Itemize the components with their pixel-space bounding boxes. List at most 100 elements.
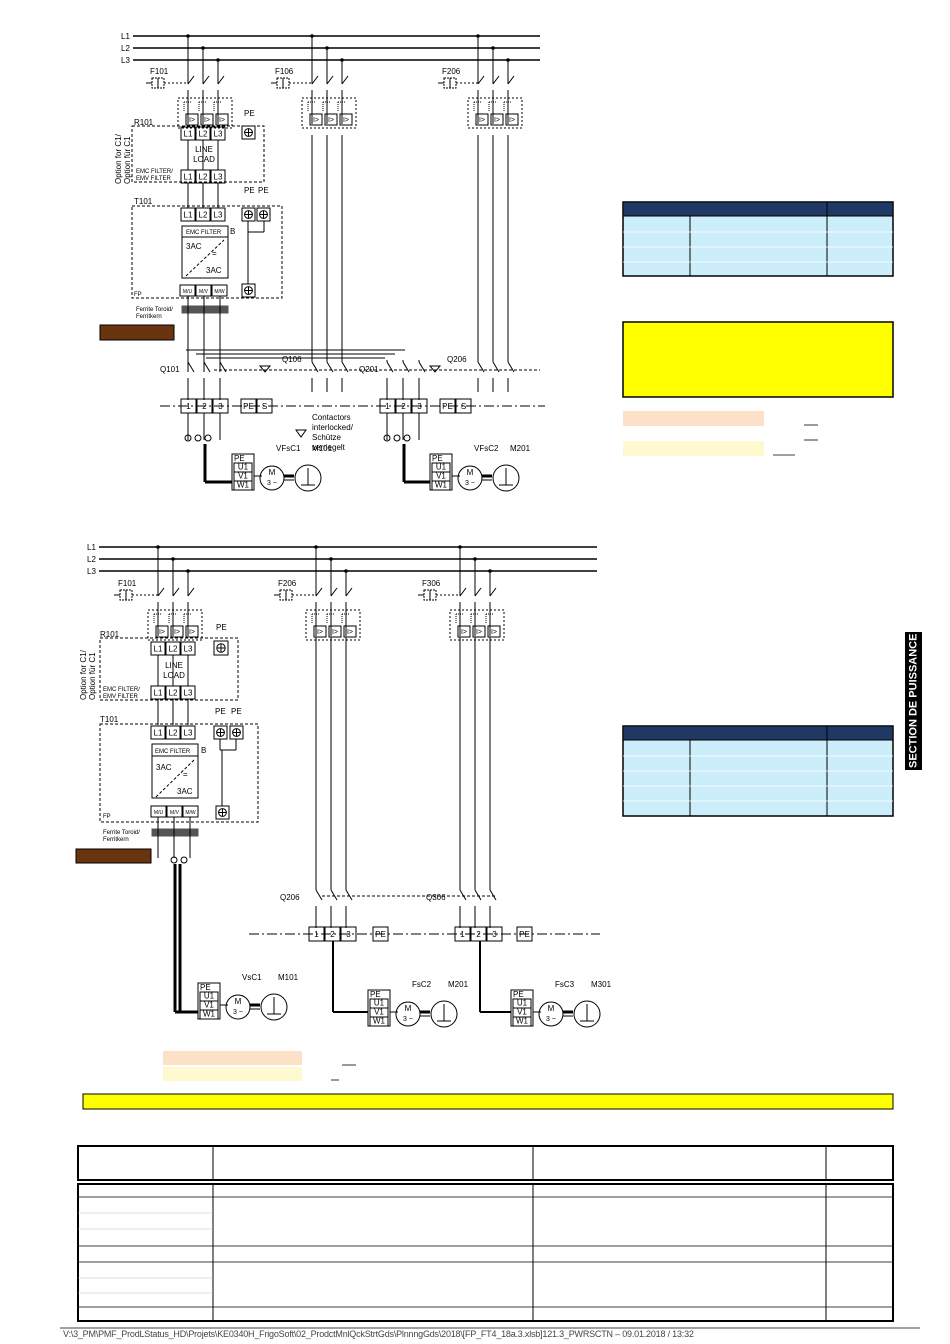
- motor-m201-motor-icon: [395, 1001, 421, 1027]
- motor-m201-pe-label: PE: [432, 454, 443, 463]
- terminal-block-3-label: 3: [346, 930, 351, 939]
- line-label: LINE: [165, 661, 183, 670]
- footer-path: V:\3_PM\PMF_ProdLStatus_HD\Projets\KE034…: [63, 1329, 694, 1339]
- supply-line-label: L2: [87, 555, 96, 564]
- legend-peach-2: [163, 1051, 302, 1065]
- fuse-f306-trip-label: I>: [461, 629, 467, 636]
- motor-m201-u1-label: U1: [374, 998, 385, 1007]
- drive-in-terminal-label: L1: [154, 728, 163, 737]
- shield-clamp: [170, 856, 178, 864]
- motor-m301-w1-label: W1: [516, 1016, 529, 1025]
- drive-out-terminal-label: M/V: [170, 810, 180, 816]
- emc-filter-side-label: EMV FILTER: [103, 694, 139, 700]
- fuse-f101-trip: [185, 625, 199, 638]
- fuse-f306-trip: [487, 625, 501, 638]
- motor-m101-m-label: M: [235, 997, 242, 1006]
- motor-m101-m-label: M: [269, 468, 276, 477]
- motor-m201-ref: M201: [448, 980, 469, 989]
- fuse-f101-trip-label: I>: [189, 117, 195, 124]
- fuse-f206-trip: [328, 625, 342, 638]
- motor-m201-load-icon: [430, 1000, 458, 1028]
- motor-m101-w1-label: W1: [237, 480, 250, 489]
- supply-line-label: L1: [121, 32, 130, 41]
- contactor-q306-contact: [489, 889, 497, 901]
- drive-in-terminal-label: L3: [184, 728, 193, 737]
- fuse-f106-trip: [324, 113, 338, 126]
- fuse-f106-contact: [311, 75, 319, 85]
- motor-m201-ref: M201: [510, 444, 531, 453]
- warning-bar: [82, 1093, 894, 1110]
- junction-dot: [329, 557, 333, 561]
- emc-filter-side-label: EMV FILTER: [136, 176, 172, 182]
- legend-cream-2: [163, 1067, 302, 1081]
- fuse-f106-trip-label: I>: [343, 117, 349, 124]
- terminal-block-4-label: 2: [476, 930, 481, 939]
- motor-m101-phase-label: 3 ~: [233, 1009, 243, 1016]
- drive-ref: T101: [134, 197, 153, 206]
- warning-box-1: [622, 321, 894, 398]
- filter-out-terminal-label: L1: [184, 172, 193, 181]
- motor-m301-m-label: M: [548, 1004, 555, 1013]
- fuse-f206-contact: [492, 75, 500, 85]
- terminal-block-4-label: 1: [460, 930, 465, 939]
- earth-icon: [244, 128, 253, 137]
- motor-m101-phase-label: 3 ~: [267, 480, 277, 487]
- junction-dot: [186, 569, 190, 573]
- fuse-f206-contact: [315, 587, 323, 597]
- contactor-q106-label: Q106: [282, 355, 302, 364]
- junction-dot: [310, 34, 314, 38]
- terminal-block-3-label: 2: [330, 930, 335, 939]
- terminal-block-4-label: 3: [492, 930, 497, 939]
- fuse-f306-trip: [457, 625, 471, 638]
- fuse-f206-trip: [505, 113, 519, 126]
- earth-icon: [218, 808, 227, 817]
- filter-out-terminal-label: L3: [214, 172, 223, 181]
- motor-m101-u1-label: U1: [204, 991, 215, 1000]
- emc-filter-label: EMC FILTER: [155, 749, 191, 755]
- fuse-f101-label: F101: [118, 579, 137, 588]
- emc-filter-side-label: EMC FILTER/: [136, 169, 173, 175]
- fuse-f101-trip-label: I>: [204, 117, 210, 124]
- fuse-f206-trip-label: I>: [317, 629, 323, 636]
- fuse-f101-trip: [200, 113, 214, 126]
- drive-in-terminal: [195, 207, 211, 222]
- fuse-f101-contact: [187, 75, 195, 85]
- terminal-block-2-label: 1: [385, 402, 390, 411]
- motor-m201-phase-label: 3 ~: [465, 480, 475, 487]
- filter-ref: R101: [134, 118, 154, 127]
- option-label: Option for C1/: [114, 133, 123, 184]
- terminal-block-1-label: S: [262, 402, 267, 411]
- filter-out-terminal-label: L1: [154, 688, 163, 697]
- earth-icon: [244, 286, 253, 295]
- fuse-f101-contact: [157, 587, 165, 597]
- motor-m201-pe-label: PE: [370, 990, 381, 999]
- motor-m301-load-icon: [573, 1000, 601, 1028]
- fuse-f206-trip-label: I>: [347, 629, 353, 636]
- pe-label: PE: [215, 707, 226, 716]
- fuse-f206-trip: [490, 113, 504, 126]
- fuse-f101-contact: [202, 75, 210, 85]
- motor-m301-v1-label: V1: [517, 1007, 527, 1016]
- junction-dot: [488, 569, 492, 573]
- junction-dot: [201, 46, 205, 50]
- drive-diagonal: [185, 239, 225, 277]
- terminal-block-2-label: 3: [417, 402, 422, 411]
- earth-icon: [216, 643, 226, 653]
- contactor-q101-label: Q101: [160, 365, 180, 374]
- fuse-f206-trip-label: I>: [479, 117, 485, 124]
- contactor-q206-contact: [507, 361, 515, 373]
- table-1-header: [622, 201, 894, 217]
- shield-clamp: [204, 434, 212, 442]
- option-label: Option für C1: [88, 652, 97, 700]
- motor-m201-load-icon: [492, 464, 520, 492]
- contactor-q206-contact: [492, 361, 500, 373]
- motor-m201-w1-label: W1: [435, 480, 448, 489]
- pe-terminal: [213, 640, 229, 656]
- supply-line-label: L3: [121, 56, 130, 65]
- option-label: Option for C1/: [79, 649, 88, 700]
- ferrite-note-box: [75, 848, 152, 864]
- interlock-note: Schütze: [312, 433, 341, 442]
- fuse-f101-trip-label: I>: [174, 629, 180, 636]
- contactor-q206-contact: [330, 889, 338, 901]
- shield-clamp: [393, 434, 401, 442]
